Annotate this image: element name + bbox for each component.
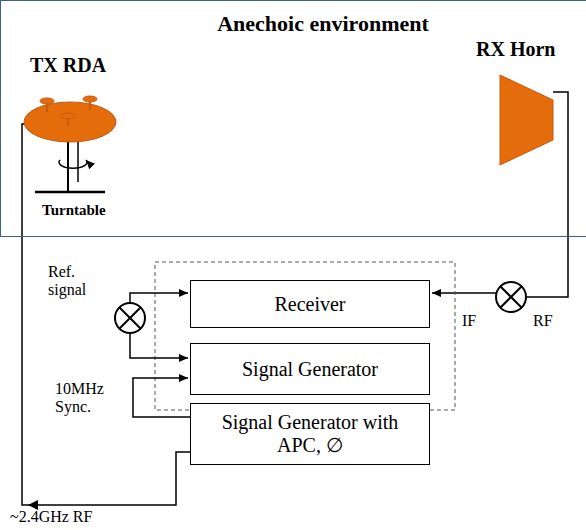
rx-horn: [500, 75, 568, 297]
signal-label: RF: [533, 312, 553, 330]
tx-antenna: [24, 96, 116, 192]
anechoic-region: Anechoic environment: [0, 0, 586, 237]
box-label: Signal Generator with APC, ∅: [210, 411, 410, 457]
ref-wire: [130, 293, 188, 303]
dashed-group: [155, 262, 455, 410]
rf-feed-wire: [22, 124, 190, 505]
region-title: Anechoic environment: [47, 11, 586, 37]
process-box: Signal Generator: [190, 343, 430, 395]
box-label: Receiver: [274, 293, 345, 316]
box-label: Signal Generator: [242, 358, 378, 381]
antenna-label: RX Horn: [476, 38, 555, 61]
mixer-symbol: [115, 303, 145, 333]
signal-label: ~2.4GHz RF: [10, 508, 92, 526]
if-wire: [432, 292, 496, 294]
sync-connector: [133, 378, 190, 417]
mixer-symbol: [496, 282, 526, 312]
antenna-label: TX RDA: [30, 54, 106, 77]
process-box: Signal Generator with APC, ∅: [190, 403, 430, 465]
signal-label: Ref. signal: [48, 263, 110, 300]
signal-label: IF: [462, 312, 476, 330]
ref-wire: [130, 333, 188, 358]
process-box: Receiver: [190, 280, 430, 328]
edge-label: 10MHz Sync.: [55, 380, 125, 417]
part-label: Turntable: [42, 202, 106, 219]
